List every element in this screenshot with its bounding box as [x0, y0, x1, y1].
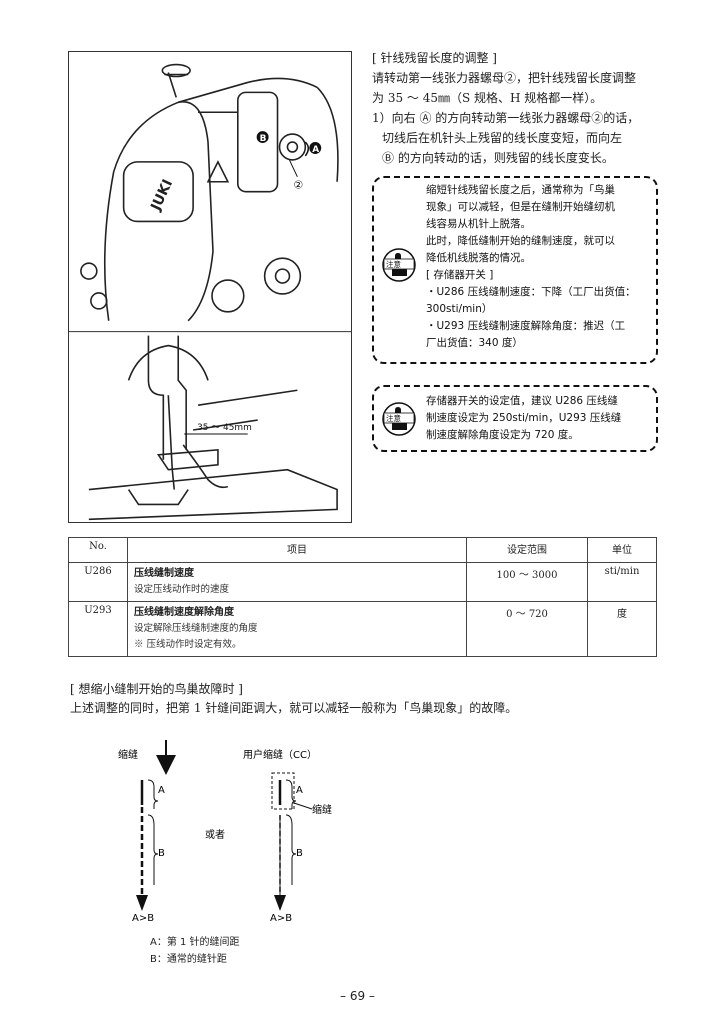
cell-range: 0 ～ 720: [466, 601, 588, 657]
paragraph-line: 1）向右 Ⓐ 的方向转动第一线张力器螺母②的话，: [372, 111, 640, 125]
note-line: 厂出货值：340 度）: [426, 337, 523, 349]
note-line: 制速度设定为 250sti/min，U293 压线缝: [426, 412, 622, 424]
item-desc: 设定解除压线缝制速度的角度: [134, 623, 258, 634]
or-label: 或者: [205, 829, 225, 841]
cell-no: U293: [68, 601, 128, 657]
bird-nest-section-title: [ 想缩小缝制开始的鸟巢故障时 ]: [70, 682, 243, 696]
note-line: 制速度解除角度设定为 720 度。: [426, 429, 579, 441]
header-no: No.: [68, 537, 128, 563]
header-item: 项目: [127, 537, 467, 563]
cell-item: 压线缝制速度解除角度 设定解除压线缝制速度的角度 ※ 压线动作时设定有效。: [127, 601, 467, 657]
paragraph-line: 为 35 ～ 45㎜（S 规格、H 规格都一样）。: [372, 91, 603, 105]
caution-icon-text: 注意: [386, 259, 401, 269]
note-line: [ 存储器开关 ]: [426, 269, 494, 281]
right-b-label: B: [296, 848, 303, 859]
right-a-label: A: [296, 785, 303, 796]
item-note: ※ 压线动作时设定有效。: [134, 639, 242, 650]
left-label: 缩缝: [118, 748, 138, 761]
note-line: ・U293 压线缝制速度解除角度：推迟（工: [426, 320, 626, 332]
note-line: 存储器开关的设定值，建议 U286 压线缝: [426, 395, 618, 407]
cell-range: 100 ～ 3000: [466, 562, 588, 602]
table-row: U293 压线缝制速度解除角度 设定解除压线缝制速度的角度 ※ 压线动作时设定有…: [68, 601, 657, 657]
cell-no: U286: [68, 562, 128, 602]
caution-hand-icon: 注意: [382, 402, 416, 436]
memory-switch-table: No. 项目 设定范围 单位 U286 压线缝制速度 设定压线动作时的速度 10…: [68, 537, 657, 657]
right-side-label: 缩缝: [312, 803, 332, 816]
header-range: 设定范围: [466, 537, 588, 563]
caution-hand-icon: 注意: [382, 248, 416, 282]
header-unit: 单位: [587, 537, 657, 563]
page-number: – 69 –: [340, 989, 375, 1003]
direction-a-label: A: [312, 145, 319, 155]
table-row: U286 压线缝制速度 设定压线动作时的速度 100 ～ 3000 sti/mi…: [68, 562, 657, 602]
item-desc: 设定压线动作时的速度: [134, 584, 230, 595]
bird-nest-section-body: 上述调整的同时，把第 1 针缝间距调大，就可以减轻一般称为「鸟巢现象」的故障。: [70, 701, 518, 715]
note-line: 线容易从机针上脱落。: [426, 218, 531, 230]
section-title: [ 针线残留长度的调整 ]: [372, 51, 497, 65]
item-title: 压线缝制速度解除角度: [134, 607, 234, 618]
note-line: 现象」可以减轻，但是在缝制开始缝纫机: [426, 201, 615, 213]
item-title: 压线缝制速度: [134, 568, 194, 579]
brand-logo: JUKI: [148, 177, 177, 214]
right-label: 用户缩缝（CC）: [243, 748, 317, 761]
right-compare-label: A>B: [270, 913, 292, 924]
caution-note-2: 注意 存储器开关的设定值，建议 U286 压线缝 制速度设定为 250sti/m…: [372, 385, 658, 452]
caution-note-1: 注意 缩短针线残留长度之后，通常称为「鸟巢 现象」可以减轻，但是在缝制开始缝纫机…: [372, 176, 658, 364]
cell-unit: 度: [587, 601, 657, 657]
note-line: 缩短针线残留长度之后，通常称为「鸟巢: [426, 184, 615, 196]
stitch-diagram: 缩缝 A B A>B 或者 用户缩缝（CC） A 缩缝 B A>B: [118, 740, 332, 924]
paragraph-line: Ⓑ 的方向转动的话，则残留的线长度变长。: [382, 151, 614, 165]
note-line: 此时，降低缝制开始的缝制速度，就可以: [426, 235, 615, 247]
note-line: 降低机线脱落的情况。: [426, 252, 531, 264]
cell-unit: sti/min: [587, 562, 657, 602]
note-line: 300sti/min）: [426, 303, 493, 315]
note-line: ・U286 压线缝制速度：下降（工厂出货值：: [426, 286, 636, 298]
paragraph-line: 请转动第一线张力器螺母②，把针线残留长度调整: [372, 71, 637, 85]
illustration-svg: JUKI B A ② 35 ～ 45mm: [69, 63, 351, 521]
direction-b-label: B: [260, 134, 267, 144]
left-a-label: A: [158, 785, 165, 796]
cell-item: 压线缝制速度 设定压线动作时的速度: [127, 562, 467, 602]
caution-note-2-text: 存储器开关的设定值，建议 U286 压线缝 制速度设定为 250sti/min，…: [426, 393, 621, 444]
legend-a: A：第 1 针的缝间距: [150, 937, 240, 948]
table-header-row: No. 项目 设定范围 单位: [68, 537, 657, 563]
paragraph-line: 切线后在机针头上残留的线长度变短，而向左: [382, 131, 623, 145]
legend-b: B：通常的缝针距: [150, 954, 227, 965]
caution-note-1-text: 缩短针线残留长度之后，通常称为「鸟巢 现象」可以减轻，但是在缝制开始缝纫机 线容…: [426, 182, 636, 352]
sewing-machine-illustration: JUKI B A ② 35 ～ 45mm: [68, 51, 352, 523]
left-compare-label: A>B: [132, 913, 154, 924]
nut-2-label: ②: [293, 179, 303, 192]
left-b-label: B: [158, 848, 165, 859]
adjustment-section: [ 针线残留长度的调整 ] 请转动第一线张力器螺母②，把针线残留长度调整 为 3…: [372, 48, 662, 168]
thread-length-label: 35 ～ 45mm: [197, 423, 252, 433]
caution-icon-text: 注意: [386, 413, 401, 423]
